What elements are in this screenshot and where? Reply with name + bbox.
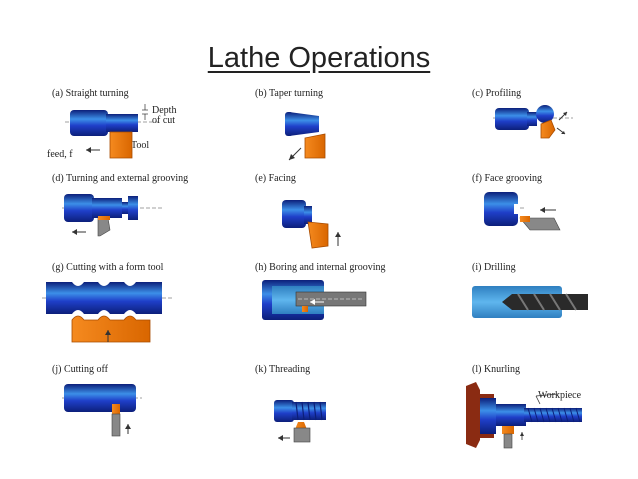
page-title: Lathe Operations <box>207 42 431 74</box>
caption-taper-turning: (b) Taper turning <box>255 88 323 99</box>
threading-diagram <box>274 400 326 443</box>
caption-drilling: (i) Drilling <box>472 262 516 273</box>
label-depth: Depth <box>152 105 177 116</box>
caption-turning-external-grooving: (d) Turning and external grooving <box>52 173 189 184</box>
profiling-diagram <box>493 105 573 139</box>
caption-profiling: (c) Profiling <box>472 88 522 99</box>
caption-form-tool: (g) Cutting with a form tool <box>52 262 164 273</box>
drilling-diagram <box>472 286 588 318</box>
caption-cutting-off: (j) Cutting off <box>52 364 108 375</box>
boring-diagram <box>262 280 367 320</box>
caption-facing: (e) Facing <box>255 173 296 184</box>
facing-diagram <box>282 200 341 249</box>
label-of-cut: of cut <box>152 115 176 126</box>
label-workpiece: Workpiece <box>538 390 582 401</box>
caption-threading: (k) Threading <box>255 364 311 375</box>
knurling-diagram <box>466 382 582 449</box>
caption-boring-internal-grooving: (h) Boring and internal grooving <box>255 262 386 273</box>
caption-straight-turning: (a) Straight turning <box>52 88 129 99</box>
taper-turning-diagram <box>285 112 326 161</box>
straight-turning-diagram <box>65 104 160 159</box>
face-grooving-diagram <box>484 192 561 231</box>
external-grooving-diagram <box>62 194 162 237</box>
cutting-off-diagram <box>62 384 142 437</box>
caption-knurling: (l) Knurling <box>472 364 521 375</box>
caption-face-grooving: (f) Face grooving <box>472 173 542 184</box>
label-tool: Tool <box>131 140 150 151</box>
label-feed: feed, f <box>47 149 73 160</box>
form-tool-diagram <box>42 282 172 343</box>
